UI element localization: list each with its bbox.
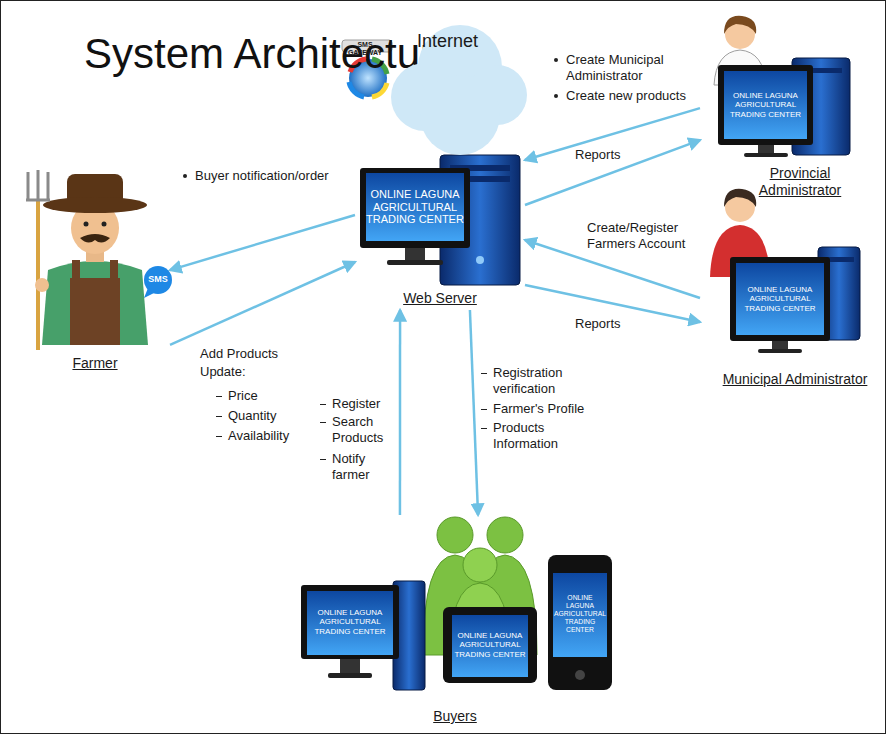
admin-node: ONLINE LAGUNA AGRICULTURAL TRADING CENTE… [700, 10, 860, 205]
node-caption: Farmer [55, 355, 135, 372]
farmer-illustration [20, 160, 170, 375]
text-label: Quantity [228, 408, 298, 424]
screen-text: ONLINE LAGUNA AGRICULTURAL TRADING CENTE… [736, 263, 824, 335]
text-label: Search Products [332, 414, 394, 445]
screen-text: ONLINE LAGUNA AGRICULTURAL TRADING CENTE… [553, 573, 607, 655]
text-label: Create new products [566, 88, 696, 104]
text-label: Registration verification [493, 365, 583, 396]
text-label: Products Information [493, 420, 583, 451]
text-label: Notify farmer [332, 451, 394, 482]
buyers-node: Buyers ONLINE LAGUNA AGRICULTURAL TRADING… [295, 515, 615, 728]
edge-label: Add Products [200, 346, 290, 362]
node-caption: Municipal Administrator [712, 371, 878, 388]
text-label: Create Municipal Administrator [566, 52, 681, 83]
cloud-label: Internet [417, 31, 507, 53]
node-caption: Buyers [415, 708, 495, 725]
web-server-illustration [355, 150, 525, 310]
screen-text: ONLINE LAGUNA AGRICULTURAL TRADING CENTE… [307, 591, 393, 653]
cloud-node: Internet [385, 15, 530, 165]
screen-text: ONLINE LAGUNA AGRICULTURAL TRADING CENTE… [724, 71, 807, 139]
node-caption: Provincial Administrator [745, 165, 855, 199]
edge-label: Reports [575, 147, 625, 163]
node-caption: Web Server [375, 290, 505, 307]
screen-text: ONLINE LAGUNA AGRICULTURAL TRADING CENTE… [452, 615, 528, 675]
text-label: Farmer's Profile [493, 401, 593, 417]
text-label: Register [332, 396, 394, 412]
arrow-connector [170, 215, 355, 270]
edge-label: Reports [575, 316, 625, 332]
text-label: SMS [146, 274, 170, 285]
edge-label: Create/Register Farmers Account [587, 220, 702, 251]
arrow-connector [470, 310, 478, 515]
device-screen: ONLINE LAGUNA AGRICULTURAL TRADING CENTE… [307, 591, 393, 655]
edge-label: Buyer notification/order [195, 168, 330, 184]
arrow-connector [525, 140, 700, 205]
server-node: ONLINE LAGUNA AGRICULTURAL TRADING CENTE… [355, 150, 525, 310]
farmer-node: Farmer [20, 160, 170, 375]
device-screen: ONLINE LAGUNA AGRICULTURAL TRADING CENTE… [553, 573, 607, 657]
admin-node: ONLINE LAGUNA AGRICULTURAL TRADING CENTE… [700, 185, 880, 390]
diagram-title: System Architecture [84, 30, 457, 78]
text-label: Update: [200, 364, 280, 380]
text-label: SMS GATEWAY [343, 41, 387, 58]
text-label: Availability [228, 428, 308, 444]
device-screen: ONLINE LAGUNA AGRICULTURAL TRADING CENTE… [452, 615, 528, 677]
text-label: Price [228, 388, 298, 404]
screen-text: ONLINE LAGUNA AGRICULTURAL TRADING CENTE… [366, 173, 464, 241]
arrow-connector [399, 310, 402, 515]
arrow-connector [170, 262, 355, 345]
